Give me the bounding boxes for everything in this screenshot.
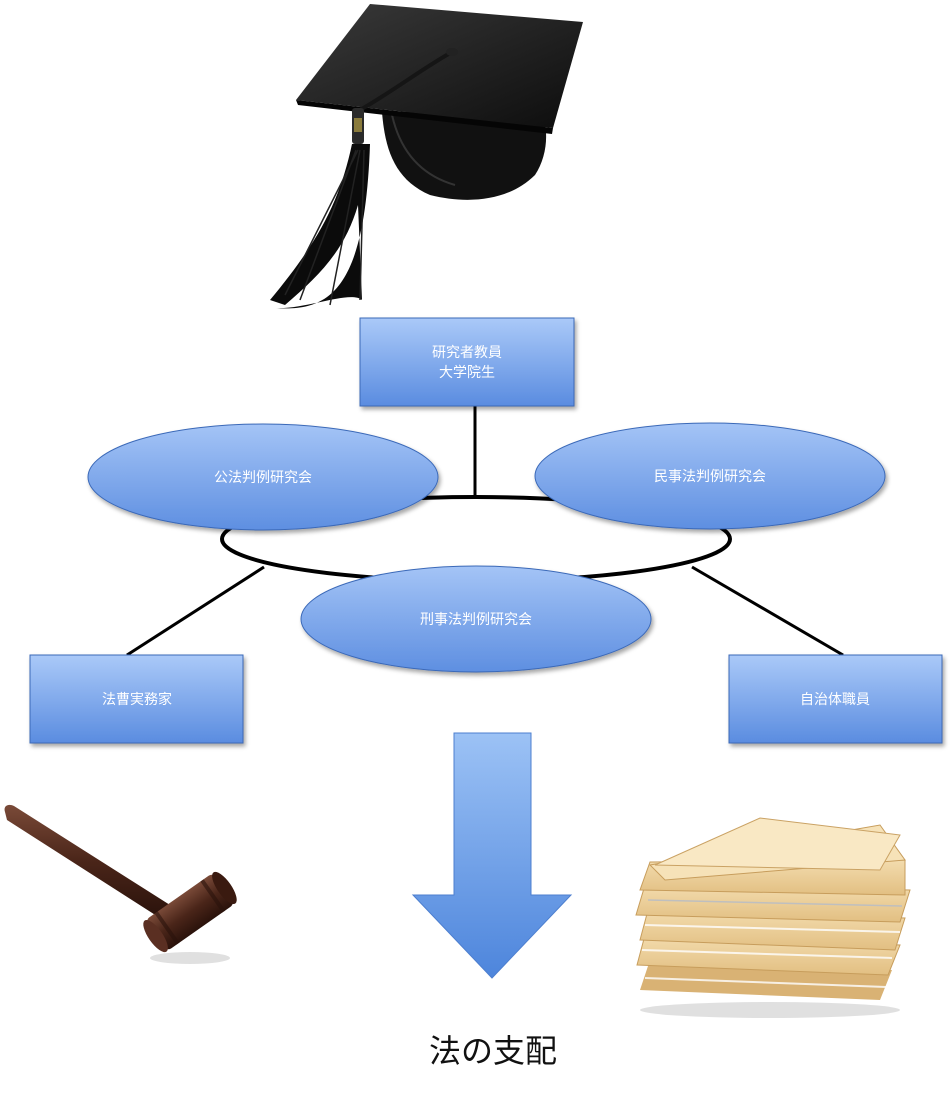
node-criminal-law-study-group [300, 565, 652, 673]
graduation-cap-image [270, 4, 583, 309]
node-public-law-study-group [87, 423, 439, 531]
judge-gavel-image [4, 804, 237, 964]
node-legal-practitioners-label: 法曹実務家 [102, 691, 172, 708]
down-arrow-icon [411, 732, 573, 979]
node-public-law-study-group-label: 公法判例研究会 [214, 470, 312, 486]
node-municipal-staff [728, 654, 943, 744]
node-municipal-staff-label: 自治体職員 [800, 692, 870, 708]
node-legal-practitioners [29, 654, 244, 744]
node-researchers-label-line2: 大学院生 [439, 365, 495, 381]
node-civil-law-study-group-label: 民事法判例研究会 [654, 469, 766, 485]
node-researchers [359, 317, 575, 407]
node-civil-law-study-group [534, 422, 886, 530]
node-researchers-label-line1: 研究者教員 [432, 345, 502, 361]
file-folders-image [635, 817, 911, 1018]
connector-lines [126, 405, 844, 657]
node-criminal-law-study-group-label: 刑事法判例研究会 [420, 612, 532, 628]
rule-of-law-label: 法の支配 [429, 1032, 557, 1070]
